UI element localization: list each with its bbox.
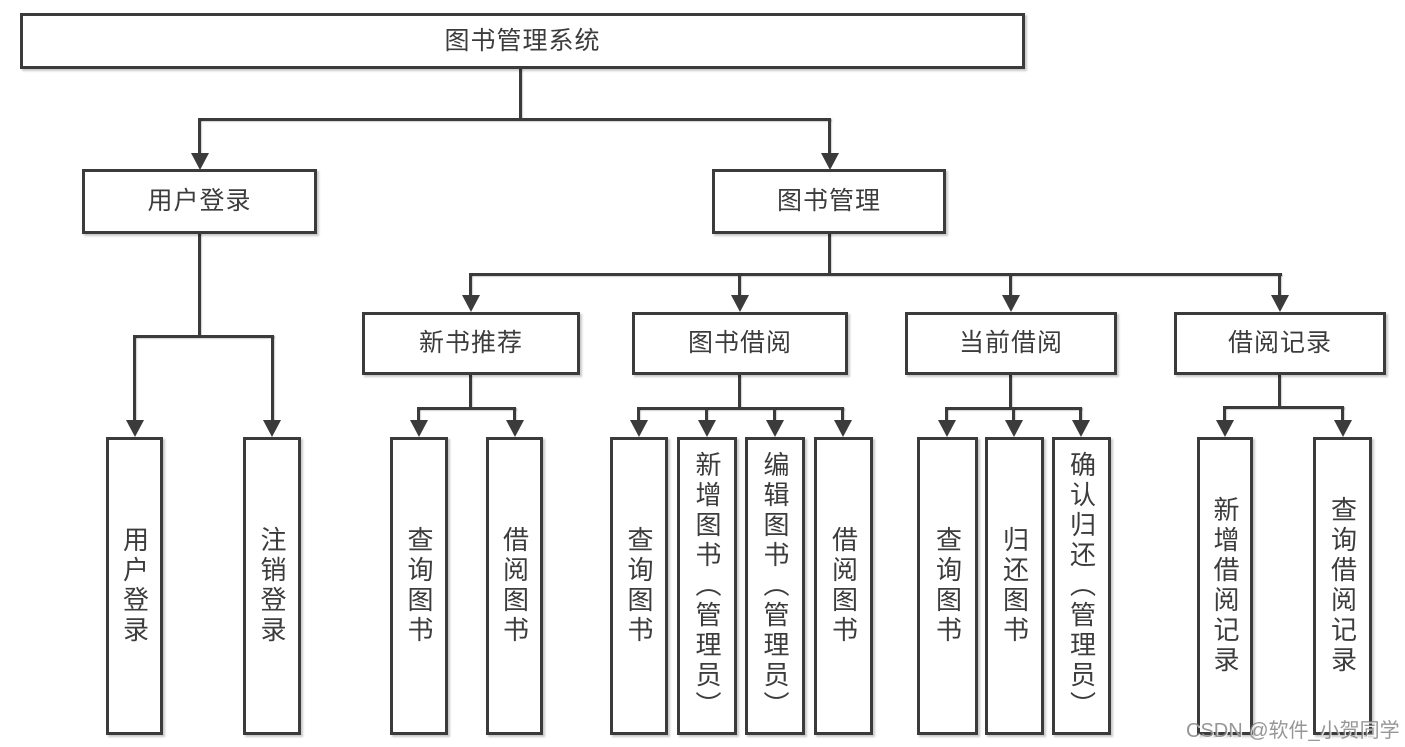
arrowhead-addrec bbox=[1216, 420, 1234, 437]
leaf-user-login-label: 用户登录 bbox=[119, 526, 150, 646]
connector-stem-leaf-user-login bbox=[133, 335, 136, 422]
leaf-query-books-2-label: 查询图书 bbox=[624, 526, 654, 646]
connector-stem-addrec bbox=[1223, 406, 1226, 422]
node-user-login-label: 用户登录 bbox=[147, 187, 252, 215]
connector-stem-edit bbox=[773, 407, 776, 422]
leaf-user-login: 用户登录 bbox=[106, 437, 163, 735]
arrowhead-q2 bbox=[630, 420, 648, 437]
leaf-add-books-admin: 新增图书（管理员） bbox=[677, 437, 737, 735]
connector-newbook-h bbox=[417, 407, 516, 410]
arrowhead-qrec bbox=[1334, 420, 1352, 437]
leaf-return-books-label: 归还图书 bbox=[999, 526, 1030, 646]
connector-root-v bbox=[519, 68, 522, 118]
connector-currentborrow-v bbox=[1009, 375, 1012, 407]
arrowhead-q3 bbox=[938, 420, 956, 437]
connector-stem-book-mgmt bbox=[828, 118, 831, 156]
connector-borrowrecord-v bbox=[1278, 375, 1281, 406]
arrowhead-book-mgmt bbox=[821, 153, 839, 170]
node-current-borrow-label: 当前借阅 bbox=[958, 329, 1063, 357]
arrowhead-q1 bbox=[410, 420, 428, 437]
connector-userlogin-h bbox=[133, 335, 274, 338]
connector-bookborrow-v bbox=[738, 375, 741, 407]
leaf-confirm-return-admin-label: 确认归还（管理员） bbox=[1066, 451, 1097, 721]
node-book-mgmt: 图书管理 bbox=[712, 169, 946, 234]
leaf-query-borrow-record: 查询借阅记录 bbox=[1313, 437, 1372, 735]
node-root: 图书管理系统 bbox=[20, 13, 1025, 69]
leaf-add-books-admin-label: 新增图书（管理员） bbox=[692, 451, 722, 721]
connector-stem-new-book bbox=[469, 273, 472, 298]
connector-stem-add bbox=[705, 407, 708, 422]
connector-borrowrecord-h bbox=[1223, 406, 1344, 409]
connector-stem-user-login bbox=[198, 118, 201, 156]
arrowhead-user-login bbox=[191, 153, 209, 170]
arrowhead-edit bbox=[766, 420, 784, 437]
leaf-query-books-2: 查询图书 bbox=[610, 437, 668, 735]
node-user-login: 用户登录 bbox=[82, 169, 317, 234]
leaf-query-borrow-record-label: 查询借阅记录 bbox=[1327, 496, 1358, 676]
leaf-borrow-books-1: 借阅图书 bbox=[486, 437, 543, 735]
connector-stem-q1 bbox=[417, 407, 420, 422]
arrowhead-return bbox=[1005, 420, 1023, 437]
node-borrow-record-label: 借阅记录 bbox=[1227, 329, 1332, 357]
leaf-logout-label: 注销登录 bbox=[257, 526, 287, 646]
arrowhead-leaf-user-login bbox=[126, 420, 144, 437]
leaf-confirm-return-admin: 确认归还（管理员） bbox=[1052, 437, 1111, 735]
node-book-borrow-label: 图书借阅 bbox=[687, 329, 792, 357]
leaf-add-borrow-record-label: 新增借阅记录 bbox=[1210, 496, 1240, 676]
leaf-query-books-1: 查询图书 bbox=[390, 437, 448, 735]
node-current-borrow: 当前借阅 bbox=[905, 312, 1117, 375]
leaf-borrow-books-2: 借阅图书 bbox=[814, 437, 873, 735]
node-new-book-recommend: 新书推荐 bbox=[362, 312, 580, 375]
connector-stem-q2 bbox=[637, 407, 640, 422]
connector-stem-confirm bbox=[1079, 407, 1082, 422]
csdn-watermark: CSDN @软件_小贺同学 bbox=[1186, 720, 1400, 742]
connector-bookmgmt-v bbox=[828, 233, 831, 273]
node-root-label: 图书管理系统 bbox=[444, 26, 601, 55]
connector-stem-leaf-logout bbox=[271, 335, 274, 422]
leaf-logout: 注销登录 bbox=[243, 437, 301, 735]
arrowhead-borrow-record bbox=[1271, 295, 1289, 312]
connector-stem-borrow-record bbox=[1278, 273, 1281, 298]
connector-stem-b1 bbox=[513, 407, 516, 422]
leaf-edit-books-admin-label: 编辑图书（管理员） bbox=[760, 451, 790, 721]
arrowhead-confirm bbox=[1072, 420, 1090, 437]
arrowhead-new-book bbox=[462, 295, 480, 312]
connector-stem-book-borrow bbox=[738, 273, 741, 298]
arrowhead-leaf-logout bbox=[263, 420, 281, 437]
node-borrow-record: 借阅记录 bbox=[1174, 312, 1386, 375]
arrowhead-add bbox=[698, 420, 716, 437]
connector-bookmgmt-h bbox=[469, 273, 1282, 276]
connector-root-h bbox=[198, 118, 831, 121]
leaf-borrow-books-2-label: 借阅图书 bbox=[828, 526, 859, 646]
connector-bookborrow-h bbox=[637, 407, 844, 410]
connector-newbook-v bbox=[469, 375, 472, 407]
arrowhead-book-borrow bbox=[731, 295, 749, 312]
connector-userlogin-v bbox=[198, 233, 201, 335]
arrowhead-current-borrow bbox=[1002, 295, 1020, 312]
node-book-mgmt-label: 图书管理 bbox=[776, 187, 881, 215]
connector-stem-return bbox=[1012, 407, 1015, 422]
connector-stem-current-borrow bbox=[1009, 273, 1012, 298]
leaf-query-books-1-label: 查询图书 bbox=[404, 526, 434, 646]
leaf-edit-books-admin: 编辑图书（管理员） bbox=[745, 437, 805, 735]
connector-stem-q3 bbox=[945, 407, 948, 422]
leaf-query-books-3: 查询图书 bbox=[917, 437, 978, 735]
arrowhead-b2 bbox=[834, 420, 852, 437]
leaf-borrow-books-1-label: 借阅图书 bbox=[499, 526, 530, 646]
connector-stem-b2 bbox=[841, 407, 844, 422]
leaf-query-books-3-label: 查询图书 bbox=[932, 526, 963, 646]
connector-stem-qrec bbox=[1341, 406, 1344, 422]
node-book-borrow: 图书借阅 bbox=[632, 312, 848, 375]
arrowhead-b1 bbox=[506, 420, 524, 437]
leaf-add-borrow-record: 新增借阅记录 bbox=[1197, 437, 1253, 735]
node-new-book-recommend-label: 新书推荐 bbox=[418, 329, 523, 357]
leaf-return-books: 归还图书 bbox=[985, 437, 1044, 735]
